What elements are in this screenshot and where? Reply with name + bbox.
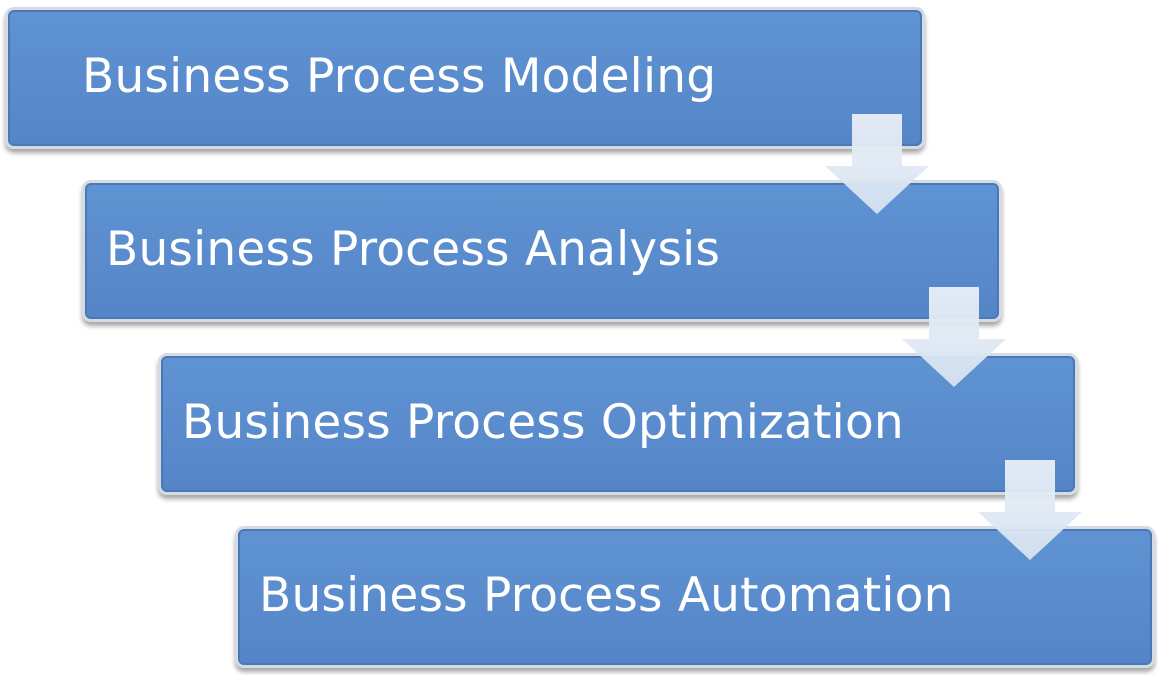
down-arrow-icon: [978, 460, 1082, 560]
down-arrow-icon: [902, 287, 1006, 387]
step-label-automation: Business Process Automation: [259, 567, 954, 623]
step-label-analysis: Business Process Analysis: [106, 221, 721, 277]
step-box-analysis: Business Process Analysis: [82, 180, 1002, 322]
step-label-modeling: Business Process Modeling: [82, 48, 717, 104]
step-label-optimization: Business Process Optimization: [182, 394, 904, 450]
step-box-modeling: Business Process Modeling: [5, 7, 925, 149]
step-box-optimization: Business Process Optimization: [158, 353, 1078, 495]
step-box-automation: Business Process Automation: [235, 526, 1155, 668]
down-arrow-icon: [825, 114, 929, 214]
